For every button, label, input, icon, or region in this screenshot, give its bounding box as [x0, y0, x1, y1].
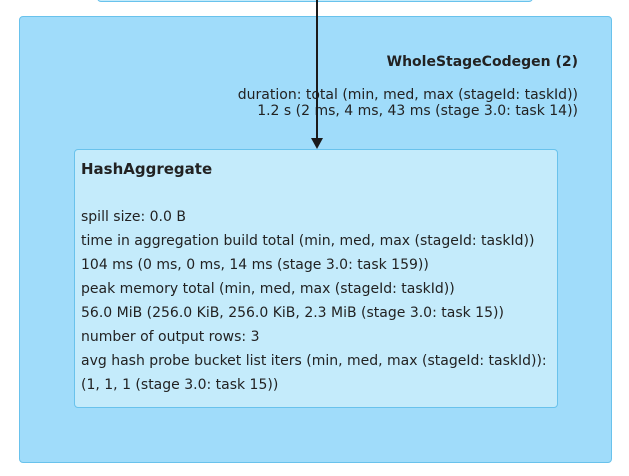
metric-peak-memory-label: peak memory total (min, med, max (stageI… — [81, 281, 455, 297]
metric-probe-iters-label: avg hash probe bucket list iters (min, m… — [81, 353, 547, 369]
metric-agg-time-label: time in aggregation build total (min, me… — [81, 233, 535, 249]
metric-spill-size: spill size: 0.0 B — [81, 209, 186, 225]
upstream-node[interactable] — [97, 0, 533, 2]
hash-aggregate-node[interactable] — [74, 149, 558, 408]
node-metrics: spill size: 0.0 B time in aggregation bu… — [81, 205, 547, 397]
cluster-title: WholeStageCodegen (2) — [386, 54, 578, 70]
metric-probe-iters-value: (1, 1, 1 (stage 3.0: task 15)) — [81, 377, 279, 393]
metric-agg-time-value: 104 ms (0 ms, 0 ms, 14 ms (stage 3.0: ta… — [81, 257, 429, 273]
node-title: HashAggregate — [81, 160, 213, 178]
metric-peak-memory-value: 56.0 MiB (256.0 KiB, 256.0 KiB, 2.3 MiB … — [81, 305, 504, 321]
cluster-duration-value: 1.2 s (2 ms, 4 ms, 43 ms (stage 3.0: tas… — [257, 103, 578, 119]
cluster-duration-label: duration: total (min, med, max (stageId:… — [237, 87, 578, 103]
metric-output-rows: number of output rows: 3 — [81, 329, 260, 345]
